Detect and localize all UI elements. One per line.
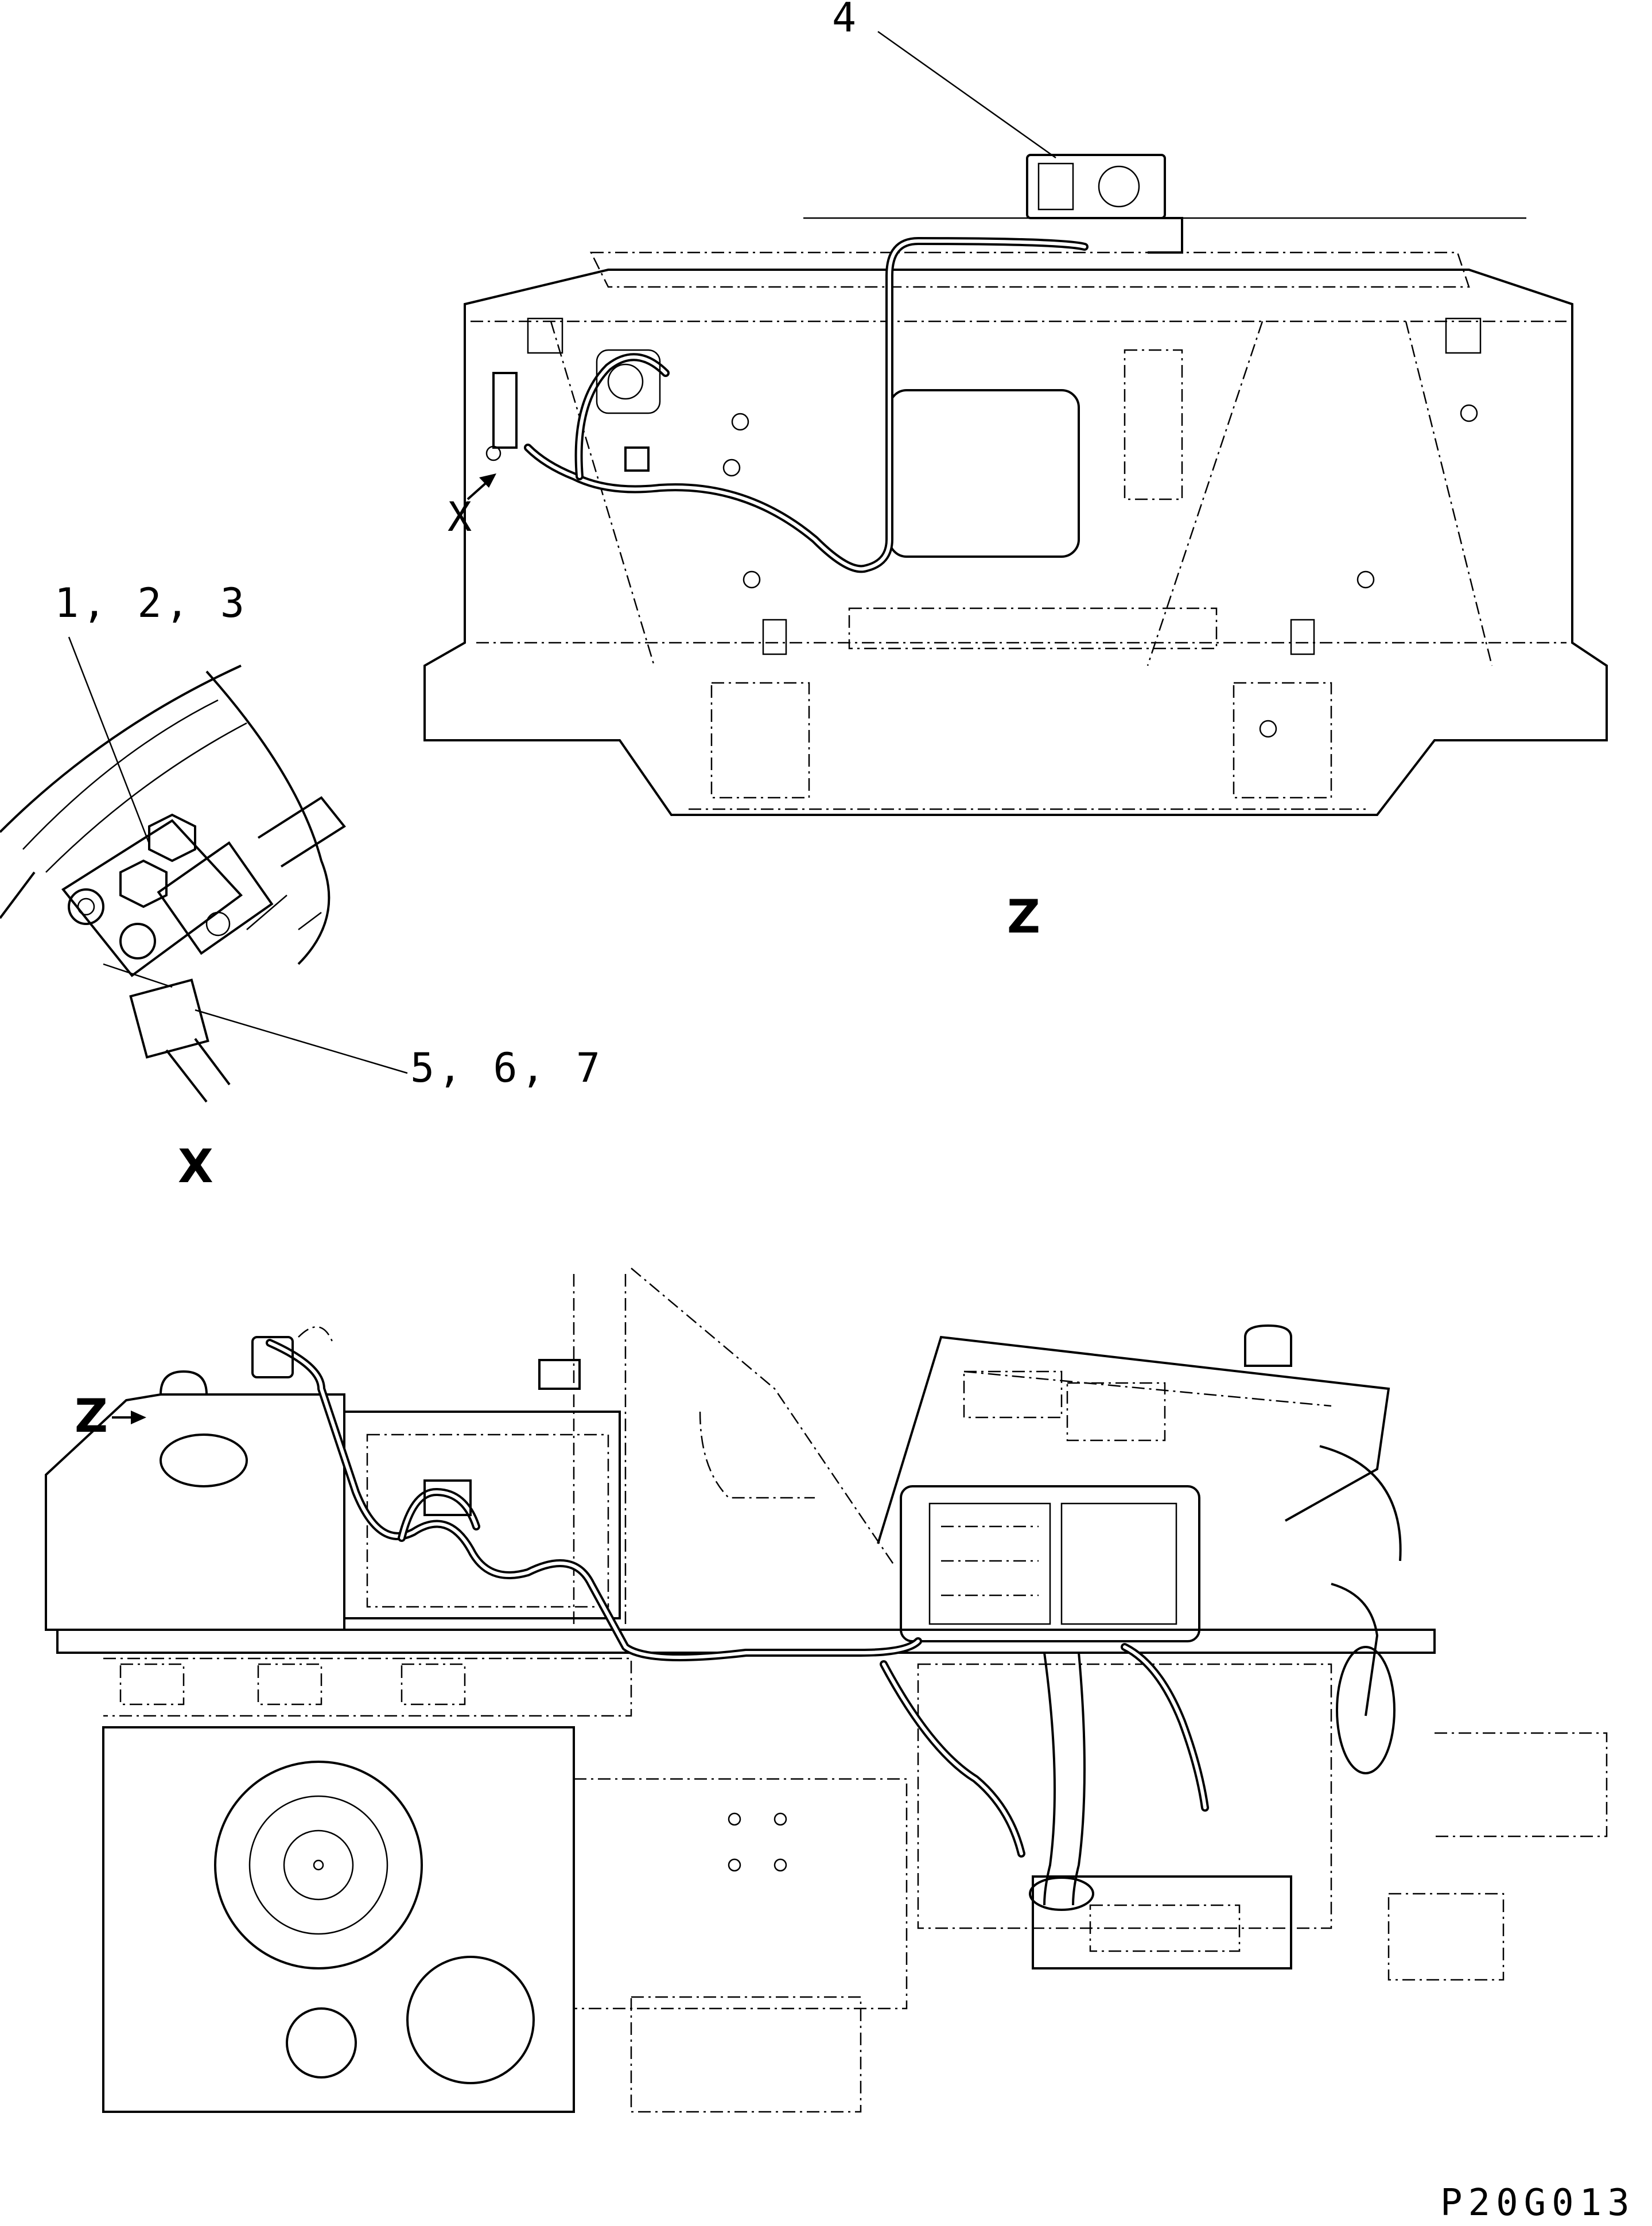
view-x-marker: X xyxy=(448,494,475,541)
view-z-assembly xyxy=(423,30,1608,816)
view-x-detail xyxy=(0,636,408,1103)
callout-4: 4 xyxy=(832,0,860,41)
drawing-code: P20G013 xyxy=(1440,2182,1635,2224)
view-z-title: Z xyxy=(1007,890,1040,943)
view-x-title: X xyxy=(178,1140,213,1193)
callout-5-6-7: 5, 6, 7 xyxy=(410,1044,604,1091)
callout-1-2-3: 1, 2, 3 xyxy=(55,580,248,627)
side-view-assembly xyxy=(45,1268,1608,2113)
view-z-marker: Z xyxy=(75,1389,108,1443)
arrow-icon xyxy=(112,1411,146,1424)
arrow-icon xyxy=(467,473,496,500)
